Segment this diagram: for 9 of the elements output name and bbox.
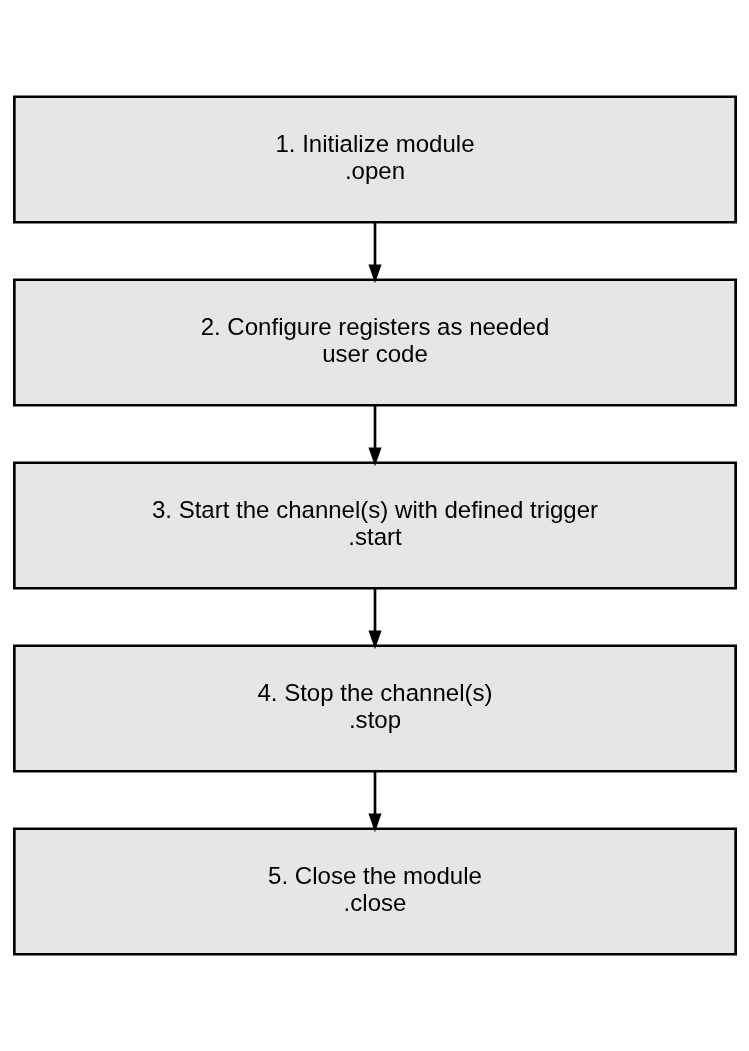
arrow <box>367 771 382 833</box>
arrow <box>367 222 382 284</box>
node-box: 2. Configure registers as needed user code <box>12 278 737 407</box>
node-box: 5. Close the module .close <box>12 827 737 956</box>
arrow <box>367 405 382 467</box>
node-box: 3. Start the channel(s) with defined trigger .start <box>12 461 737 590</box>
arrow <box>367 588 382 650</box>
node-box: 1. Initialize module .open <box>12 95 737 224</box>
node-box: 4. Stop the channel(s) .stop <box>12 644 737 773</box>
